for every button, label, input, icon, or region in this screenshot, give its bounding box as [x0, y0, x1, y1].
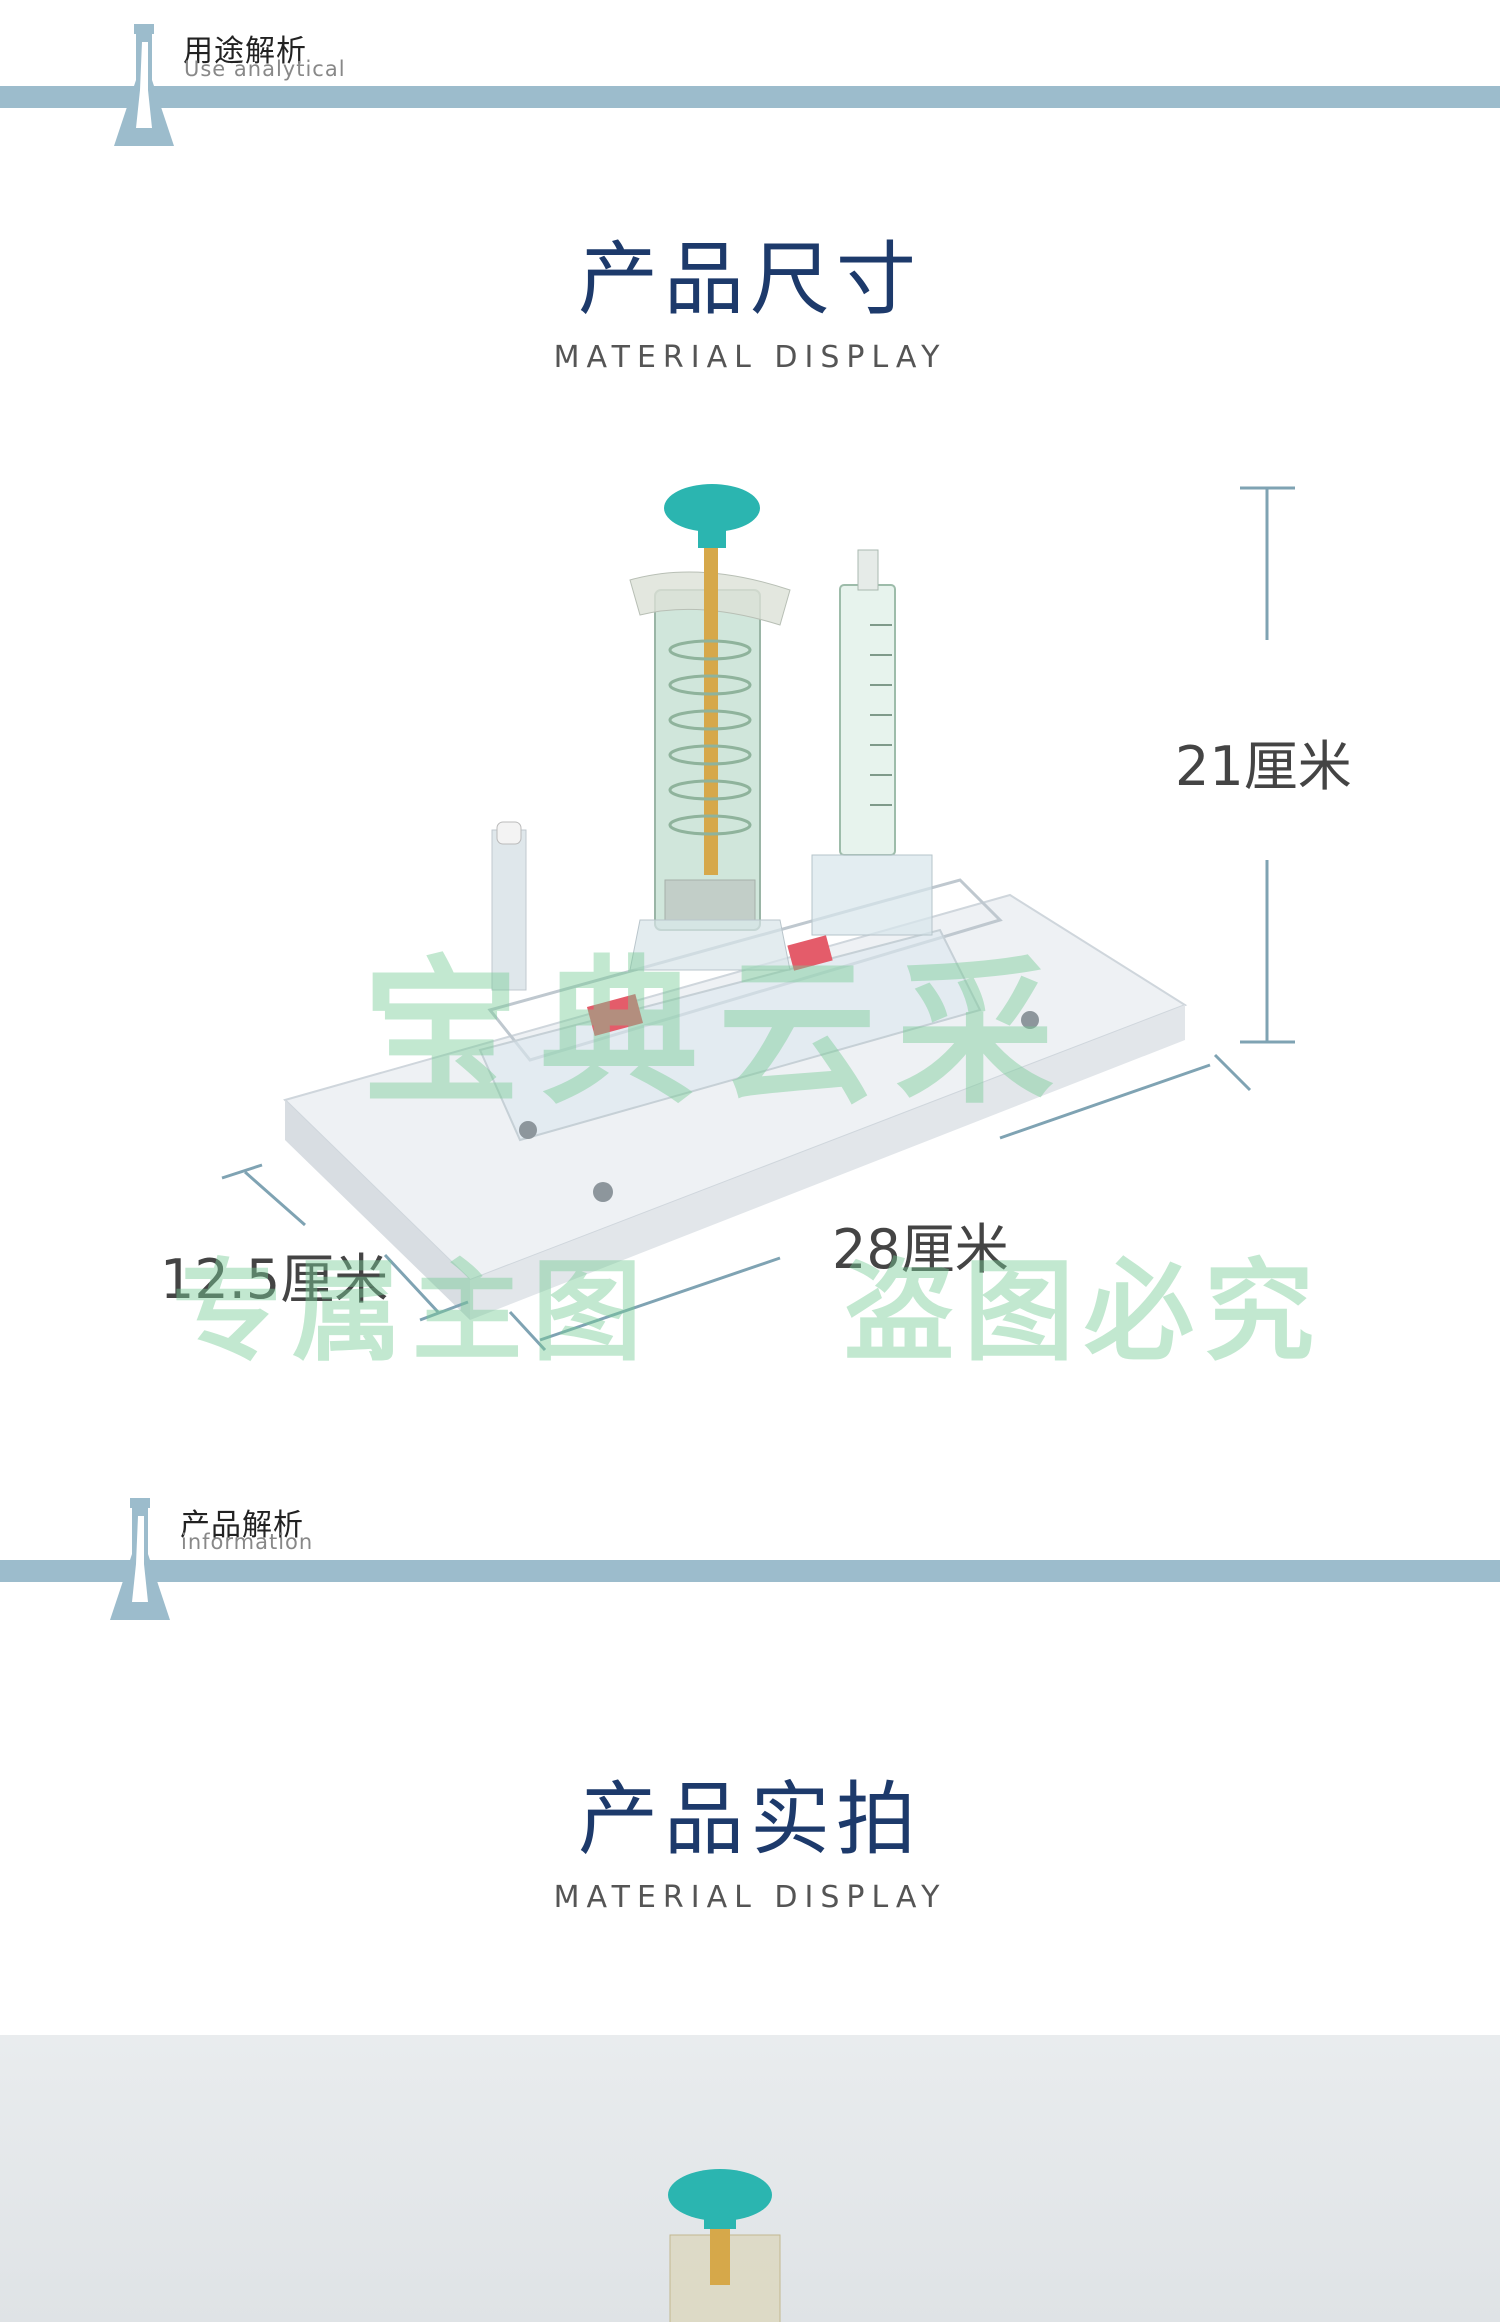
- product-photo: [0, 2035, 1500, 2322]
- section-title-cn: 产品解析: [180, 1508, 304, 1543]
- section-title-en: information: [181, 1530, 314, 1554]
- watermark-line1: 宝典云采: [362, 942, 1074, 1126]
- height-label: 21厘米: [1175, 735, 1352, 798]
- width-label: 12.5厘米: [160, 1248, 389, 1311]
- watermark-line2a: 专属主图: [172, 1248, 652, 1376]
- section-title-cn: 用途解析: [183, 34, 307, 69]
- product-dimension-image: [221, 484, 1295, 1352]
- watermark-line2b: 盗图必究: [844, 1248, 1324, 1376]
- flask-icon: [114, 24, 174, 146]
- photo-heading-en: MATERIAL DISPLAY: [553, 1880, 947, 1915]
- section-bar-1: [0, 86, 1500, 108]
- flask-icon: [110, 1498, 170, 1620]
- length-label: 28厘米: [832, 1218, 1009, 1281]
- size-heading: 产品尺寸: [578, 233, 922, 326]
- photo-heading: 产品实拍: [578, 1773, 922, 1866]
- product-photo-art: [668, 2169, 781, 2322]
- size-heading-en: MATERIAL DISPLAY: [553, 340, 947, 375]
- section-title-en: Use analytical: [184, 57, 346, 81]
- section-bar-2: [0, 1560, 1500, 1582]
